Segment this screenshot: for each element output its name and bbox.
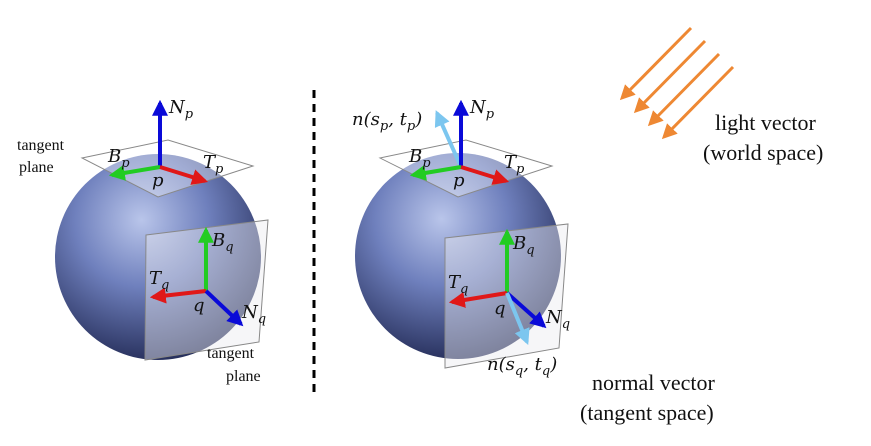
right-point-q-label: q — [494, 298, 506, 319]
left-point-p-label: p — [152, 170, 164, 191]
light-arrow-4 — [661, 65, 735, 140]
left-normal-q-arrow — [204, 289, 244, 327]
light-arrow-1 — [619, 26, 693, 101]
right-normal-q-label: Nq — [545, 307, 570, 332]
right-tangent-q-arrow — [448, 291, 508, 308]
left-tangent-plane-top-label: tangent — [17, 137, 65, 154]
left-figure: tangent plane tangent plane Np Bp Tp p B… — [17, 97, 269, 385]
left-tangent-p-arrow — [159, 165, 209, 185]
right-sampled-normal-p-arrow — [434, 110, 463, 168]
right-normal-p-label: Np — [469, 97, 495, 122]
right-tangent-p-label: Tp — [504, 152, 525, 177]
light-arrow-3 — [647, 52, 721, 127]
left-binormal-q-label: Bq — [211, 230, 234, 255]
left-tangent-p-label: Tp — [203, 152, 224, 177]
light-vector-arrows — [619, 26, 735, 140]
light-vector-caption: light vector — [715, 110, 816, 135]
normal-vector-caption-2: (tangent space) — [580, 400, 714, 425]
right-sphere — [355, 153, 561, 359]
left-tangent-plane-side-label-2: plane — [226, 368, 261, 385]
left-tangent-plane-side-label: tangent — [207, 345, 255, 362]
right-binormal-q-label: Bq — [512, 233, 535, 258]
left-tangent-q-arrow — [149, 287, 207, 304]
left-sphere — [55, 154, 261, 360]
left-tangent-plane-top-label-2: plane — [19, 159, 54, 176]
right-binormal-p-label: Bp — [408, 146, 431, 171]
right-sampled-normal-p-label: n(sp, tp) — [352, 109, 422, 134]
right-sampled-normal-q-label: n(sq, tq) — [487, 354, 557, 379]
left-normal-q-label: Nq — [241, 302, 266, 327]
right-sampled-normal-q-arrow — [505, 292, 530, 345]
right-figure: n(sp, tp) Np Bp Tp p Bq Tq Nq q n(sq, tq… — [352, 97, 570, 379]
left-normal-p-label: Np — [168, 97, 194, 122]
light-vector-caption-2: (world space) — [703, 140, 823, 165]
right-tangent-p-arrow — [460, 165, 510, 185]
light-arrow-2 — [633, 39, 707, 114]
right-binormal-p-arrow — [409, 165, 462, 181]
left-binormal-p-label: Bp — [107, 146, 130, 171]
right-normal-q-arrow — [505, 291, 547, 329]
left-binormal-p-arrow — [108, 165, 161, 181]
right-point-p-label: p — [453, 170, 465, 191]
left-tangent-q-label: Tq — [149, 268, 169, 293]
normal-vector-caption: normal vector — [592, 370, 715, 395]
left-point-q-label: q — [193, 295, 205, 316]
right-tangent-q-label: Tq — [448, 272, 468, 297]
